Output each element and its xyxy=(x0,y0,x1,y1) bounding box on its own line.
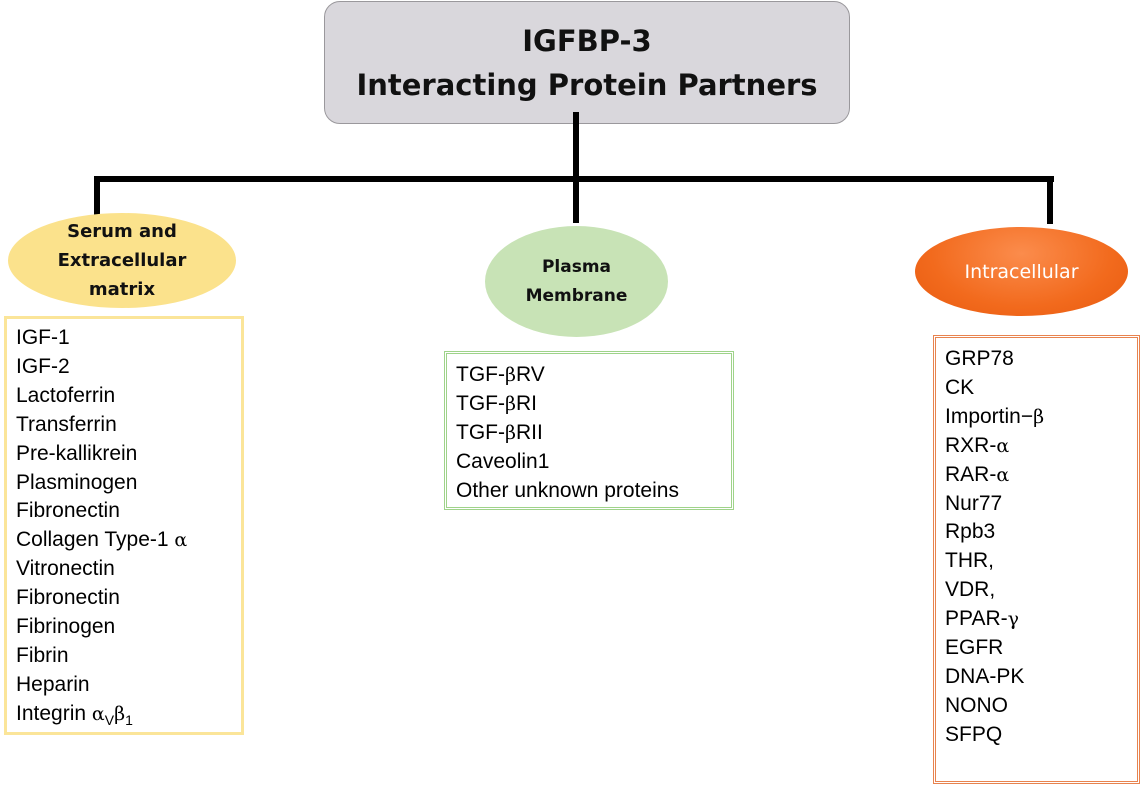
category-plasma-membrane: Plasma Membrane xyxy=(485,226,668,337)
category-label-line: Membrane xyxy=(525,285,628,306)
list-item: SFPQ xyxy=(945,722,1003,746)
list-item: Plasminogen xyxy=(16,470,138,494)
category-serum-extracellular-matrix: Serum and Extracellular matrix xyxy=(8,213,236,308)
list-intracellular: GRP78 CK Importin−β RXR-α RAR-α Nur77 Rp… xyxy=(933,335,1140,784)
category-label-line: Extracellular xyxy=(57,250,187,271)
list-item: CK xyxy=(945,375,975,399)
list-item: Importin−β xyxy=(945,404,1045,428)
list-item: NONO xyxy=(945,693,1008,717)
list-item: Caveolin1 xyxy=(456,449,550,473)
connector-horizontal xyxy=(94,176,1054,182)
list-item: Rpb3 xyxy=(945,520,996,544)
list-item: Heparin xyxy=(16,672,90,696)
list-item: IGF-2 xyxy=(16,354,70,378)
list-item: RAR-α xyxy=(945,462,1010,486)
list-item: Integrin αVβ1 xyxy=(16,701,133,728)
list-item: Vitronectin xyxy=(16,557,115,581)
title-box: IGFBP-3 Interacting Protein Partners xyxy=(324,1,850,124)
list-item: Fibronectin xyxy=(16,499,120,523)
list-item: RXR-α xyxy=(945,433,1010,457)
list-item: Pre-kallikrein xyxy=(16,441,138,465)
list-item: GRP78 xyxy=(945,347,1014,370)
list-item: DNA-PK xyxy=(945,664,1025,688)
category-intracellular: Intracellular xyxy=(915,227,1128,316)
list-item: Collagen Type-1 α xyxy=(16,528,188,552)
list-serum-extracellular-matrix: IGF-1 IGF-2 Lactoferrin Transferrin Pre-… xyxy=(4,316,244,735)
list-item: Nur77 xyxy=(945,491,1003,515)
list-item: IGF-1 xyxy=(16,326,70,349)
category-label-line: Plasma xyxy=(541,256,612,277)
list-item: Fibrin xyxy=(16,643,69,667)
list-item: THR, xyxy=(945,549,994,573)
list-item: TGF-βRII xyxy=(456,420,543,444)
title-line-2: Interacting Protein Partners xyxy=(356,67,818,102)
list-plasma-membrane: TGF-βRV TGF-βRI TGF-βRII Caveolin1 Other… xyxy=(444,351,734,510)
list-item: Lactoferrin xyxy=(16,383,116,407)
connector-right-drop xyxy=(1047,176,1053,224)
list-item: Fibrinogen xyxy=(16,615,116,639)
list-item: Transferrin xyxy=(16,412,117,436)
title-line-1: IGFBP-3 xyxy=(522,23,652,58)
connector-stem xyxy=(573,112,579,223)
connector-left-drop xyxy=(94,176,100,218)
list-item: Other unknown proteins xyxy=(456,478,679,502)
category-label-line: matrix xyxy=(88,279,156,300)
list-item: EGFR xyxy=(945,636,1004,660)
category-label-line: Serum and xyxy=(67,221,177,242)
list-item: VDR, xyxy=(945,578,996,602)
list-item: TGF-βRV xyxy=(456,363,545,386)
list-item: TGF-βRI xyxy=(456,391,537,415)
category-label-line: Intracellular xyxy=(964,260,1079,283)
list-item: PPAR-γ xyxy=(945,607,1019,631)
list-item: Fibronectin xyxy=(16,586,120,610)
